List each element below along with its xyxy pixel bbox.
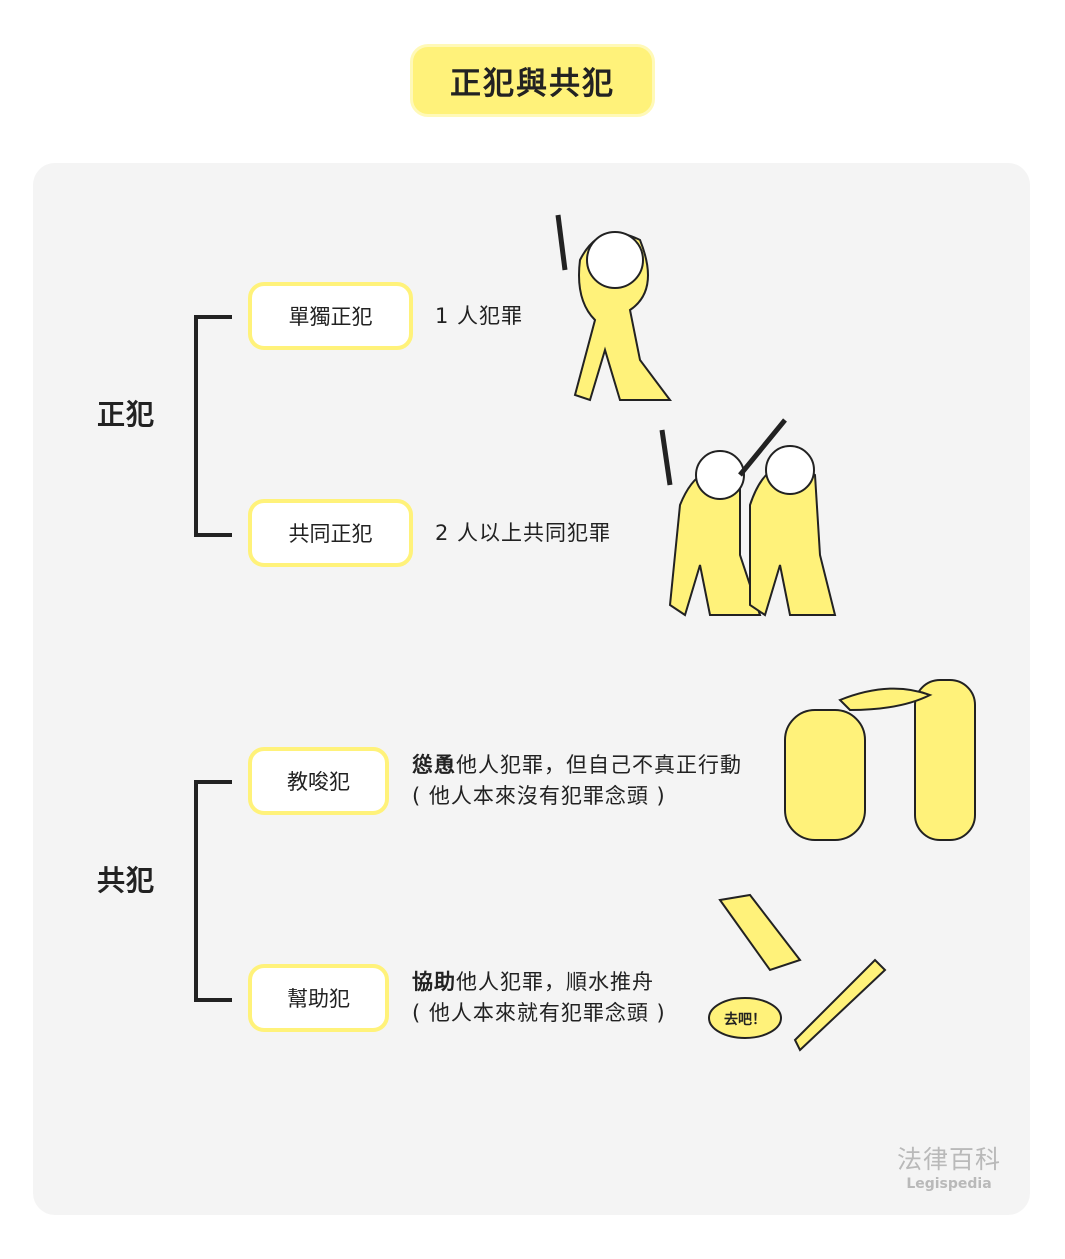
logo-zh: 法律百科 <box>896 1145 1001 1174</box>
desc-keyword: 協助 <box>412 970 456 994</box>
term-box-accessory: 幫助犯 <box>248 964 389 1032</box>
bracket <box>194 780 232 1002</box>
term-desc: 慫恿他人犯罪，但自己不真正行動 ( 他人本來沒有犯罪念頭 ) <box>412 750 742 812</box>
term-desc: 2 人以上共同犯罪 <box>435 521 612 545</box>
illustration-single-person-knife <box>555 214 672 402</box>
desc-keyword: 慫恿 <box>412 753 456 777</box>
group-label-text: 正犯 <box>97 398 156 431</box>
term-box-sole-principal: 單獨正犯 <box>248 282 413 350</box>
legispedia-logo: 法律百科 Legispedia <box>897 1140 1001 1192</box>
bracket <box>194 315 232 537</box>
content-panel <box>33 163 1030 1215</box>
term-desc: 1 人犯罪 <box>435 304 524 328</box>
desc-text: 他人犯罪，順水推舟 <box>456 970 654 994</box>
desc-note: ( 他人本來就有犯罪念頭 ) <box>412 1001 666 1025</box>
logo-en: Legispedia <box>906 1176 992 1192</box>
group-label-text: 共犯 <box>97 864 156 897</box>
term-desc: 協助他人犯罪，順水推舟 ( 他人本來就有犯罪念頭 ) <box>412 967 666 1029</box>
illustration-instigator-whisper <box>784 679 976 841</box>
group-label-principal: 正犯 <box>89 393 176 433</box>
term-box-instigator: 教唆犯 <box>248 747 389 815</box>
illustration-two-people-knives <box>659 418 837 617</box>
term-box-joint-principal: 共同正犯 <box>248 499 413 567</box>
desc-text: 他人犯罪，但自己不真正行動 <box>456 753 742 777</box>
illustration-helper-handing-knife: 去吧！ <box>708 893 887 1052</box>
desc-note: ( 他人本來沒有犯罪念頭 ) <box>412 784 666 808</box>
speech-bubble-text: 去吧！ <box>724 1011 766 1028</box>
page-title: 正犯與共犯 <box>410 44 655 117</box>
group-label-accomplice: 共犯 <box>89 859 176 899</box>
